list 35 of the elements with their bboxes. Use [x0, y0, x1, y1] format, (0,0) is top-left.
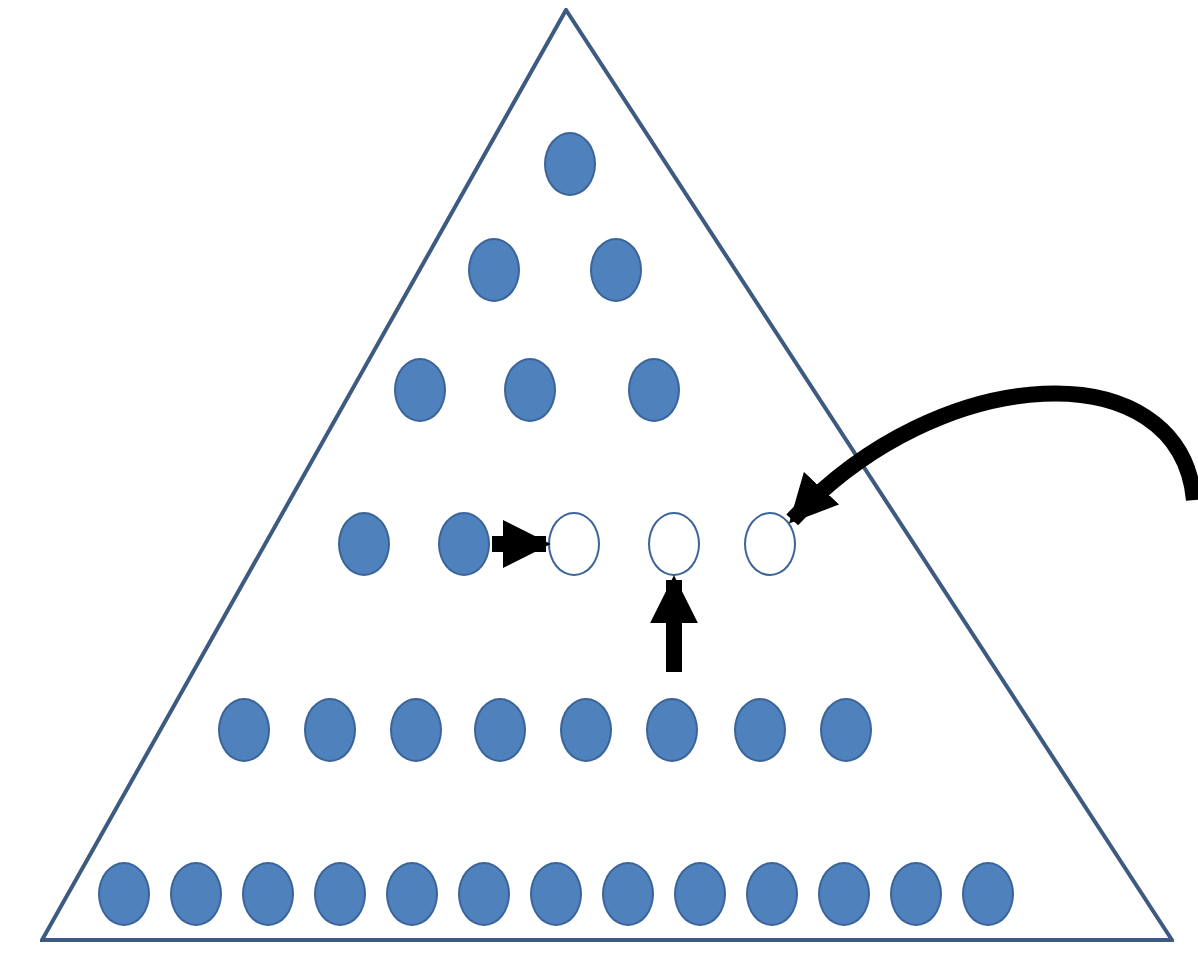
empty-circle — [744, 512, 796, 576]
empty-circle — [548, 512, 600, 576]
arrow — [786, 385, 1198, 526]
filled-circle — [820, 698, 872, 762]
filled-circle — [304, 698, 356, 762]
filled-circle — [590, 238, 642, 302]
filled-circle — [386, 862, 438, 926]
filled-circle — [338, 512, 390, 576]
filled-circle — [242, 862, 294, 926]
filled-circle — [530, 862, 582, 926]
filled-circle — [504, 358, 556, 422]
filled-circle — [628, 358, 680, 422]
filled-circle — [746, 862, 798, 926]
filled-circle — [734, 698, 786, 762]
filled-circle — [544, 132, 596, 196]
filled-circle — [390, 698, 442, 762]
filled-circle — [674, 862, 726, 926]
filled-circle — [818, 862, 870, 926]
filled-circle — [890, 862, 942, 926]
arrow — [650, 575, 698, 672]
filled-circle — [962, 862, 1014, 926]
filled-circle — [438, 512, 490, 576]
empty-circle — [648, 512, 700, 576]
filled-circle — [394, 358, 446, 422]
filled-circle — [474, 698, 526, 762]
filled-circle — [458, 862, 510, 926]
filled-circle — [646, 698, 698, 762]
filled-circle — [98, 862, 150, 926]
filled-circle — [170, 862, 222, 926]
filled-circle — [560, 698, 612, 762]
filled-circle — [468, 238, 520, 302]
arrow — [492, 520, 551, 568]
filled-circle — [602, 862, 654, 926]
filled-circle — [314, 862, 366, 926]
filled-circle — [218, 698, 270, 762]
